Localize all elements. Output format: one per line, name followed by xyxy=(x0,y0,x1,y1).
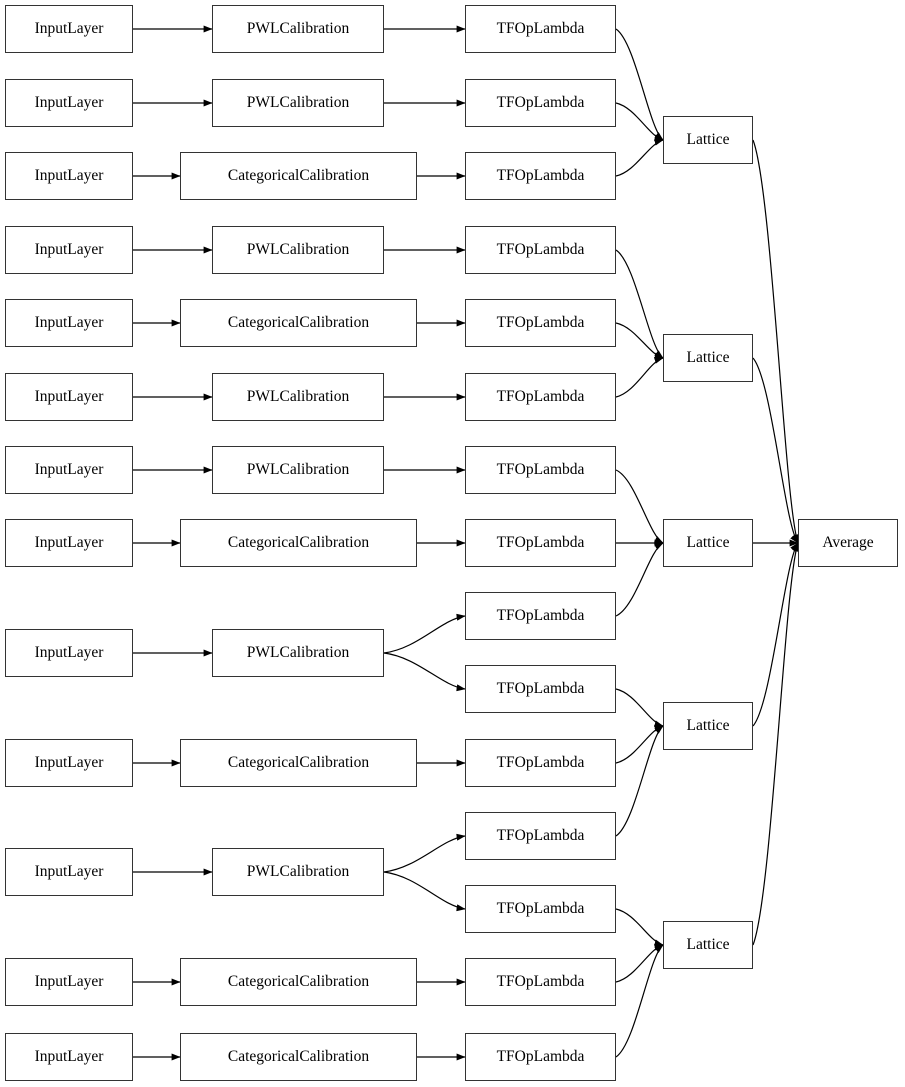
node-cal7[interactable]: PWLCalibration xyxy=(212,446,384,494)
node-cal3[interactable]: CategoricalCalibration xyxy=(180,152,417,200)
edge-lam9-to-lat3 xyxy=(615,542,664,617)
node-lam11[interactable]: TFOpLambda xyxy=(465,739,616,787)
edge-cal9-to-lam10 xyxy=(383,652,466,692)
node-in7[interactable]: InputLayer xyxy=(5,446,133,494)
node-cal5[interactable]: CategoricalCalibration xyxy=(180,299,417,347)
node-in6[interactable]: InputLayer xyxy=(5,373,133,421)
node-lam5[interactable]: TFOpLambda xyxy=(465,299,616,347)
node-avg[interactable]: Average xyxy=(798,519,898,567)
edge-lam2-to-lat1 xyxy=(615,102,664,142)
node-in9[interactable]: InputLayer xyxy=(5,629,133,677)
node-lat4[interactable]: Lattice xyxy=(663,702,753,750)
node-lat3[interactable]: Lattice xyxy=(663,519,753,567)
edge-lam1-to-lat1 xyxy=(615,28,664,141)
node-lam9[interactable]: TFOpLambda xyxy=(465,592,616,640)
edge-lat5-to-avg xyxy=(752,542,799,946)
edge-lam15-to-lat5 xyxy=(615,944,664,1058)
edge-cal11-to-lam13 xyxy=(383,871,466,912)
node-in11[interactable]: InputLayer xyxy=(5,848,133,896)
node-lam7[interactable]: TFOpLambda xyxy=(465,446,616,494)
edge-lam7-to-lat3 xyxy=(615,469,664,544)
node-in8[interactable]: InputLayer xyxy=(5,519,133,567)
node-lam2[interactable]: TFOpLambda xyxy=(465,79,616,127)
node-cal12[interactable]: CategoricalCalibration xyxy=(180,958,417,1006)
node-cal6[interactable]: PWLCalibration xyxy=(212,373,384,421)
node-in1[interactable]: InputLayer xyxy=(5,5,133,53)
node-cal11[interactable]: PWLCalibration xyxy=(212,848,384,896)
edge-lam10-to-lat4 xyxy=(615,688,664,728)
node-lam4[interactable]: TFOpLambda xyxy=(465,226,616,274)
node-lat5[interactable]: Lattice xyxy=(663,921,753,969)
edge-lam11-to-lat4 xyxy=(615,724,664,764)
node-in10[interactable]: InputLayer xyxy=(5,739,133,787)
node-cal1[interactable]: PWLCalibration xyxy=(212,5,384,53)
node-lam8[interactable]: TFOpLambda xyxy=(465,519,616,567)
node-cal13[interactable]: CategoricalCalibration xyxy=(180,1033,417,1081)
node-cal8[interactable]: CategoricalCalibration xyxy=(180,519,417,567)
node-in3[interactable]: InputLayer xyxy=(5,152,133,200)
node-lat1[interactable]: Lattice xyxy=(663,116,753,164)
node-in5[interactable]: InputLayer xyxy=(5,299,133,347)
node-cal10[interactable]: CategoricalCalibration xyxy=(180,739,417,787)
edge-lam14-to-lat5 xyxy=(615,943,664,983)
node-in13[interactable]: InputLayer xyxy=(5,1033,133,1081)
edge-lat1-to-avg xyxy=(752,139,799,544)
node-lam12[interactable]: TFOpLambda xyxy=(465,812,616,860)
edge-lam4-to-lat2 xyxy=(615,249,664,359)
edge-lam6-to-lat2 xyxy=(615,356,664,398)
node-lam3[interactable]: TFOpLambda xyxy=(465,152,616,200)
node-cal2[interactable]: PWLCalibration xyxy=(212,79,384,127)
node-in4[interactable]: InputLayer xyxy=(5,226,133,274)
node-lam14[interactable]: TFOpLambda xyxy=(465,958,616,1006)
edge-lat4-to-avg xyxy=(752,542,799,727)
node-in2[interactable]: InputLayer xyxy=(5,79,133,127)
node-cal9[interactable]: PWLCalibration xyxy=(212,629,384,677)
edge-lam5-to-lat2 xyxy=(615,322,664,360)
node-lam13[interactable]: TFOpLambda xyxy=(465,885,616,933)
node-lam1[interactable]: TFOpLambda xyxy=(465,5,616,53)
edge-cal11-to-lam12 xyxy=(383,833,466,873)
node-lam6[interactable]: TFOpLambda xyxy=(465,373,616,421)
edge-lat2-to-avg xyxy=(752,357,799,544)
edge-lam13-to-lat5 xyxy=(615,908,664,947)
node-cal4[interactable]: PWLCalibration xyxy=(212,226,384,274)
node-lat2[interactable]: Lattice xyxy=(663,334,753,382)
edge-lam3-to-lat1 xyxy=(615,138,664,177)
edge-cal9-to-lam9 xyxy=(383,613,466,654)
edge-lam12-to-lat4 xyxy=(615,725,664,837)
node-in12[interactable]: InputLayer xyxy=(5,958,133,1006)
node-lam15[interactable]: TFOpLambda xyxy=(465,1033,616,1081)
node-lam10[interactable]: TFOpLambda xyxy=(465,665,616,713)
